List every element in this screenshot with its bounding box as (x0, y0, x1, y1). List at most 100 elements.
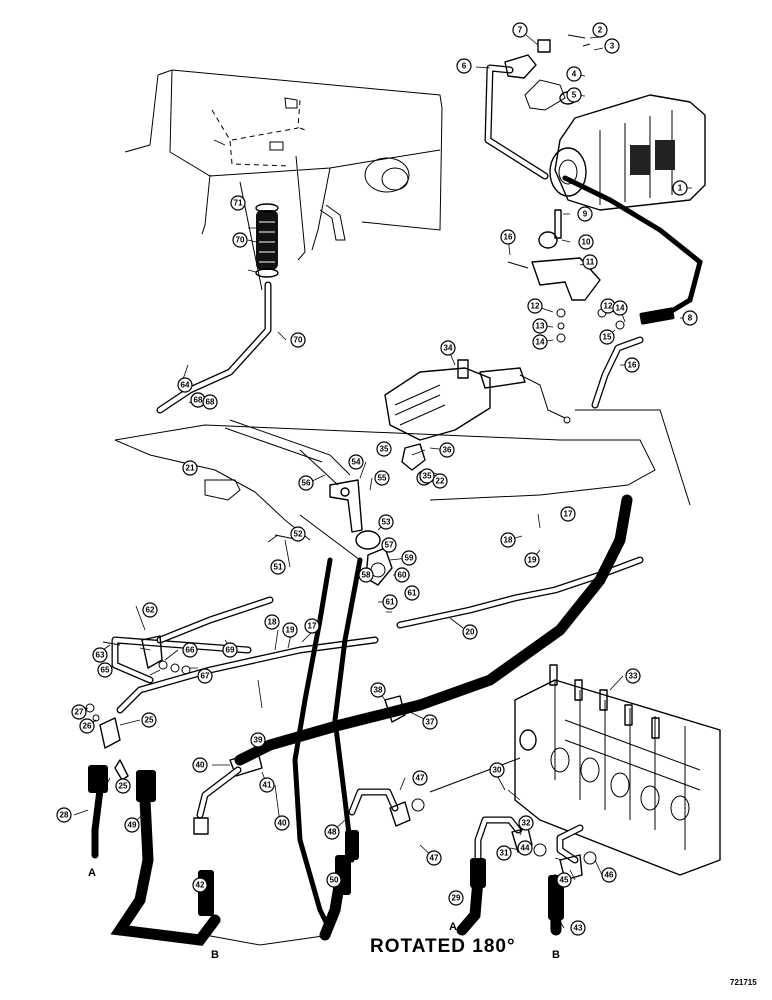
callout-number: 68 (194, 396, 203, 405)
callout-number: 18 (268, 618, 277, 627)
callout-1: 1 (672, 180, 688, 196)
callout-number: 17 (564, 510, 573, 519)
callout-63: 63 (92, 647, 108, 663)
callout-number: 47 (416, 774, 425, 783)
callout-circle (79, 718, 95, 734)
callout-46: 46 (601, 867, 617, 883)
callout-65: 65 (97, 662, 113, 678)
callout-26: 26 (79, 718, 95, 734)
callout-59: 59 (401, 550, 417, 566)
callout-10: 10 (578, 234, 594, 250)
callout-17: 17 (560, 506, 576, 522)
callout-circle (290, 526, 306, 542)
callout-number: 14 (616, 304, 625, 313)
callout-25: 25 (141, 712, 157, 728)
callout-number: 12 (531, 302, 540, 311)
callout-circle (326, 872, 342, 888)
suction-hose-69 (255, 203, 279, 278)
callout-36: 36 (439, 442, 455, 458)
callout-number: 51 (274, 563, 283, 572)
callout-number: 58 (362, 571, 371, 580)
callout-number: 17 (308, 622, 317, 631)
callout-44: 44 (517, 840, 533, 856)
callout-circle (439, 442, 455, 458)
callout-circle (92, 647, 108, 663)
callout-number: 11 (586, 258, 595, 267)
callout-circle (124, 817, 140, 833)
callout-number: 34 (444, 344, 453, 353)
callout-14: 14 (612, 300, 628, 316)
callout-circle (115, 778, 131, 794)
callout-21: 21 (182, 460, 198, 476)
callout-28: 28 (56, 807, 72, 823)
callout-circle (527, 298, 543, 314)
callout-number: 36 (443, 446, 452, 455)
callout-circle (566, 66, 582, 82)
callout-number: 47 (430, 854, 439, 863)
callout-circle (56, 807, 72, 823)
document-number: 721715 (730, 978, 757, 987)
callout-number: 57 (385, 541, 394, 550)
callout-circle (577, 206, 593, 222)
callout-number: 5 (572, 91, 577, 100)
callout-14: 14 (532, 334, 548, 350)
callout-number: 69 (226, 646, 235, 655)
callout-15: 15 (599, 329, 615, 345)
callout-17: 17 (304, 618, 320, 634)
callout-circle (404, 585, 420, 601)
control-linkage (274, 449, 393, 586)
callout-circle (422, 714, 438, 730)
callout-circle (440, 340, 456, 356)
callout-35: 35 (419, 468, 435, 484)
callout-number: 43 (574, 924, 583, 933)
callout-number: 50 (330, 876, 339, 885)
callout-number: 22 (436, 477, 445, 486)
callout-circle (324, 824, 340, 840)
callout-45: 45 (556, 872, 572, 888)
callout-circle (370, 682, 386, 698)
callout-circle (592, 22, 608, 38)
callout-circle (376, 441, 392, 457)
callout-22: 22 (432, 473, 448, 489)
callout-circle (381, 537, 397, 553)
control-valve-bank (514, 664, 721, 876)
callout-number: 35 (380, 445, 389, 454)
callout-circle (348, 454, 364, 470)
callout-circle (624, 357, 640, 373)
hydraulic-tank-frame (124, 69, 443, 291)
callout-number: 25 (145, 716, 154, 725)
callout-39: 39 (250, 732, 266, 748)
callout-33: 33 (625, 668, 641, 684)
hose-end-label-b-left: B (211, 949, 219, 961)
callout-68: 68 (202, 394, 218, 410)
callout-67: 67 (197, 668, 213, 684)
callout-number: 67 (201, 672, 210, 681)
callout-circle (556, 872, 572, 888)
callout-number: 41 (263, 781, 272, 790)
callout-circle (604, 38, 620, 54)
callout-number: 52 (294, 530, 303, 539)
callout-number: 55 (378, 474, 387, 483)
callout-circle (374, 470, 390, 486)
callout-30: 30 (489, 762, 505, 778)
callout-61: 61 (404, 585, 420, 601)
callout-69: 69 (222, 642, 238, 658)
callout-51: 51 (270, 559, 286, 575)
callout-circle (192, 757, 208, 773)
callout-4: 4 (566, 66, 582, 82)
callout-number: 2 (598, 26, 603, 35)
hose-end-label-a-right: A (449, 921, 457, 933)
callout-20: 20 (462, 624, 478, 640)
callout-circle (625, 668, 641, 684)
callout-circle (532, 334, 548, 350)
callout-47: 47 (426, 850, 442, 866)
callout-circle (401, 550, 417, 566)
callout-2: 2 (592, 22, 608, 38)
callout-8: 8 (682, 310, 698, 326)
callout-number: 19 (286, 626, 295, 635)
callout-number: 42 (196, 881, 205, 890)
callout-number: 54 (352, 458, 361, 467)
callout-number: 20 (466, 628, 475, 637)
callout-66: 66 (182, 642, 198, 658)
